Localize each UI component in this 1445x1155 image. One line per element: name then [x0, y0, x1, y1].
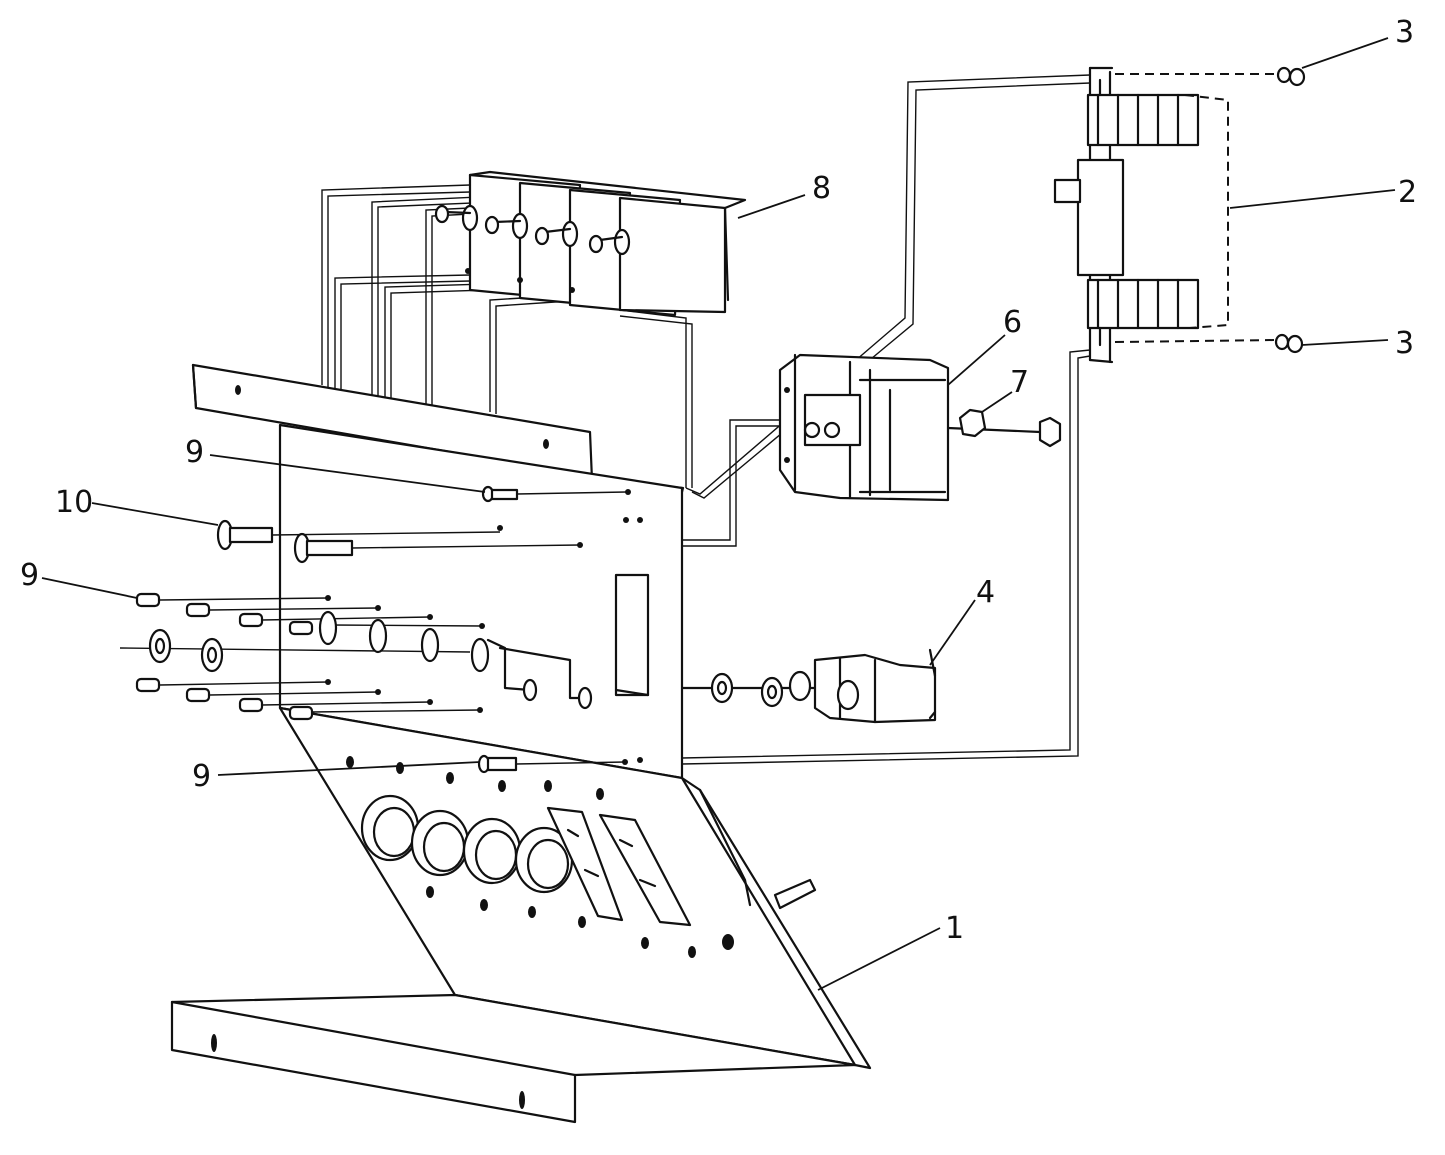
power-receptacle [680, 648, 937, 724]
mounting-nut-top [1115, 66, 1306, 87]
callout-6: 6 [1003, 305, 1022, 340]
small-screw [135, 592, 314, 721]
gauge-bezel [148, 610, 490, 673]
callout-3-bottom: 3 [1395, 326, 1414, 361]
contactor-relay [778, 353, 950, 502]
bolt-lower [293, 532, 581, 564]
callout-2: 2 [1398, 175, 1417, 210]
toggle-lever-4 [588, 228, 631, 256]
leader-lines [41, 37, 1396, 991]
bolt-upper [216, 519, 501, 551]
toggle-lever-2 [484, 212, 529, 240]
toggle-lever-3 [534, 220, 579, 248]
mounting-nut-bottom [1114, 333, 1304, 354]
toggle-lever-1 [434, 204, 479, 232]
gauge-cutout-1 [360, 794, 420, 862]
screws-and-bezels [119, 485, 627, 774]
callout-1: 1 [945, 911, 964, 946]
callout-labels: 1 2 3 3 4 6 7 8 9 9 9 10 [20, 15, 1417, 946]
callout-4: 4 [976, 575, 995, 610]
toggle-switch-bank [434, 170, 747, 317]
bracket-screw-bottom [477, 754, 626, 774]
gauge-cutout-3 [462, 817, 522, 885]
gauge-cutout-2 [410, 809, 470, 877]
outlet-2 [598, 813, 692, 927]
callout-9-upper: 9 [185, 435, 204, 470]
outlet-1 [546, 806, 624, 922]
callout-3-top: 3 [1395, 15, 1414, 50]
bracket-screw-top [481, 485, 627, 503]
callout-7: 7 [1010, 365, 1029, 400]
callout-10: 10 [55, 485, 93, 520]
circuit-breaker [1053, 66, 1229, 364]
callout-9-middle: 9 [20, 558, 39, 593]
control-panel [170, 363, 872, 1124]
callout-8: 8 [812, 171, 831, 206]
hex-nut [946, 408, 1062, 448]
callout-9-lower: 9 [192, 759, 211, 794]
